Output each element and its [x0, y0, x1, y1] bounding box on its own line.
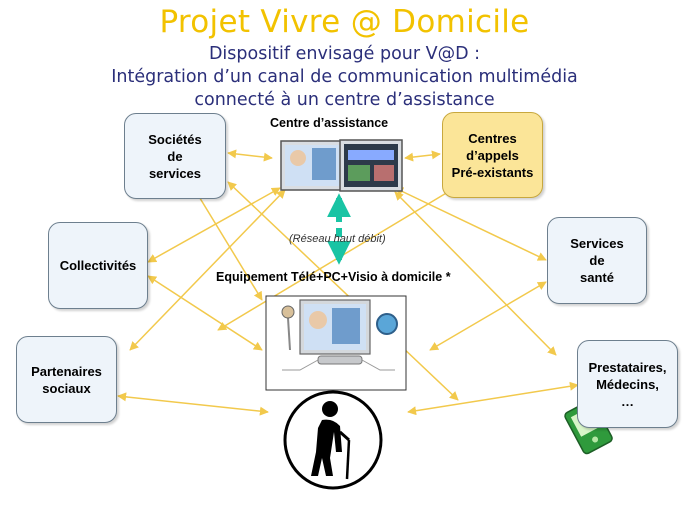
arrow	[404, 150, 441, 162]
home-equipment-label: Equipement Télé+PC+Visio à domicile *	[216, 270, 451, 284]
box-label: Partenaires sociaux	[31, 363, 102, 396]
box-collectivites: Collectivités	[48, 222, 148, 309]
box-services-sante: Services de santé	[547, 217, 647, 304]
arrow	[227, 149, 273, 162]
arrow	[429, 281, 547, 351]
arrow	[147, 187, 281, 263]
box-label: Prestataires, Médecins, …	[588, 359, 667, 409]
box-centres-appels: Centres d’appels Pré-existants	[442, 112, 543, 198]
elderly-person-icon	[283, 390, 383, 490]
box-label: Services de santé	[570, 236, 624, 285]
arrow	[407, 381, 579, 416]
box-societes-de-services: Sociétés de services	[124, 113, 226, 199]
subtitle-line-3: connecté à un centre d’assistance	[194, 90, 495, 110]
arrow	[117, 392, 269, 416]
arrow	[147, 275, 263, 351]
page-title: Projet Vivre @ Domicile	[159, 4, 530, 40]
assistance-screens-image	[280, 139, 403, 192]
box-label: Collectivités	[59, 258, 137, 273]
subtitle-line-1: Dispositif envisagé pour V@D :	[208, 44, 481, 64]
subtitle-line-2: Intégration d’un canal de communication …	[111, 67, 578, 87]
home-equipment-image	[265, 295, 407, 391]
box-label: Sociétés de services	[148, 131, 202, 181]
box-prestataires: Prestataires, Médecins, …	[577, 340, 678, 428]
box-partenaires-sociaux: Partenaires sociaux	[16, 336, 117, 423]
box-label: Centres d’appels Pré-existants	[451, 130, 534, 180]
assistance-center-label: Centre d’assistance	[270, 116, 389, 130]
arrow	[394, 187, 547, 261]
network-label: (Réseau haut débit)	[289, 233, 386, 245]
